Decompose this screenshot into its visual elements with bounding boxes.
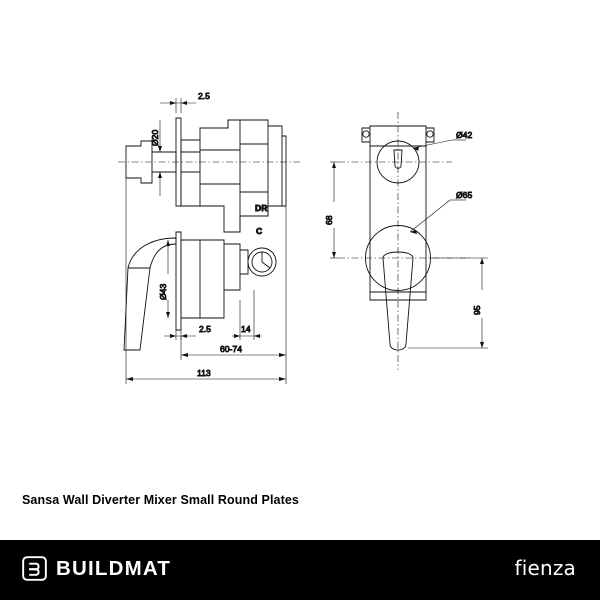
buildmat-logo[interactable]: BUILDMAT	[22, 556, 171, 581]
side-elevation-view: DR C 2.5 Ø20	[118, 91, 300, 384]
dimtext-d65: Ø65	[456, 190, 472, 200]
dimtext-d43: Ø43	[158, 284, 168, 300]
dim-14	[232, 290, 262, 340]
dim-60-74	[180, 206, 287, 360]
buildmat-b-mark-icon	[22, 556, 47, 581]
dimtext-2-5-top: 2.5	[198, 91, 210, 101]
technical-drawing: DR C 2.5 Ø20	[118, 91, 488, 384]
dimtext-95: 95	[472, 305, 482, 315]
product-title: Sansa Wall Diverter Mixer Small Round Pl…	[22, 493, 299, 507]
dimtext-2-5-bottom: 2.5	[199, 324, 211, 334]
front-elevation-view: Ø42 Ø65 68	[324, 112, 488, 370]
dim-d20	[158, 120, 162, 196]
dim-68	[330, 161, 338, 259]
dim-2-5-top	[160, 98, 196, 113]
fienza-wordmark[interactable]: fienza	[514, 556, 576, 580]
footer-bar	[0, 540, 600, 600]
upper-body-outline	[125, 117, 287, 233]
label-dr: DR	[255, 203, 268, 213]
mounting-bracket	[361, 125, 435, 301]
dim-d42	[412, 139, 466, 151]
dimtext-14: 14	[241, 324, 251, 334]
dimtext-68: 68	[324, 215, 334, 225]
label-cold: C	[256, 226, 262, 236]
dim-113	[125, 178, 287, 384]
dimtext-d42: Ø42	[456, 130, 472, 140]
dimtext-60-74: 60-74	[220, 344, 242, 354]
diverter-plate-42	[376, 140, 420, 184]
dim-95	[408, 257, 488, 349]
dimtext-113: 113	[197, 368, 211, 378]
dim-d65	[409, 199, 466, 234]
buildmat-wordmark: BUILDMAT	[56, 556, 172, 580]
dim-d43	[166, 240, 170, 318]
dim-2-5-bottom	[164, 330, 196, 340]
mixer-plate-65	[365, 225, 431, 351]
dimtext-d20: Ø20	[150, 130, 160, 146]
